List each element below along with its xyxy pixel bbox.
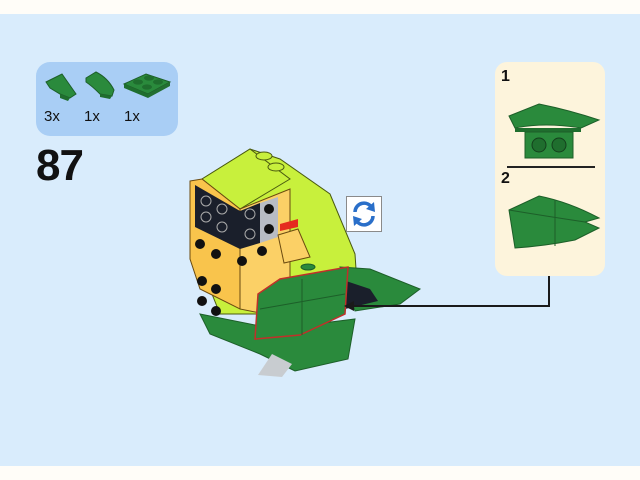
substep-number: 1: [501, 68, 510, 85]
substep-2-part-icon: [508, 195, 601, 249]
parrot-model-illustration: [189, 148, 422, 377]
sub-assembly-callout: 1 2: [495, 62, 605, 276]
plate-2x2-part-icon: [122, 73, 172, 98]
part-qty: 3x: [44, 108, 60, 125]
instruction-page: 3x 1x 1x 87: [0, 14, 640, 466]
part-qty: 1x: [124, 108, 140, 125]
curved-slope-part-icon: [85, 71, 115, 99]
substep-number: 2: [501, 170, 510, 187]
substep-1-part-icon: [508, 103, 601, 159]
rotate-model-icon: [346, 196, 382, 232]
substep-divider: [507, 166, 595, 168]
step-number: 87: [36, 141, 84, 190]
parts-list-panel: 3x 1x 1x: [36, 62, 178, 136]
part-qty: 1x: [84, 108, 100, 125]
wedge-slope-part-icon: [45, 73, 77, 101]
